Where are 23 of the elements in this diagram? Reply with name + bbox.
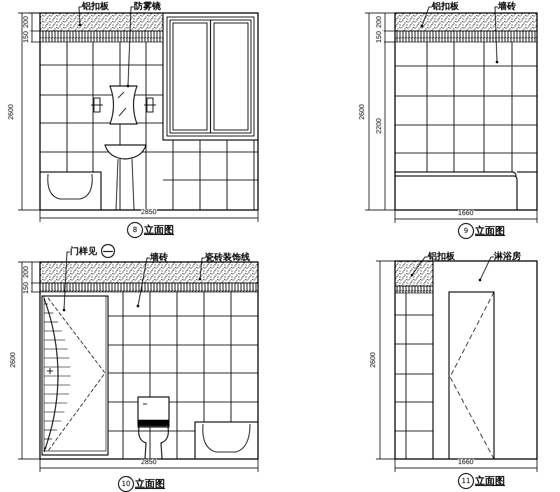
leader-line: [136, 258, 150, 308]
material-label: 瓷砖装饰线: [205, 253, 250, 263]
leader-line: [126, 6, 134, 88]
leader-line: [494, 6, 498, 64]
leader-line: [478, 256, 494, 282]
material-label: 门样见: [70, 247, 97, 257]
leader-line: [78, 6, 82, 26]
view-title: 立面图: [475, 476, 505, 488]
view-title: 立面图: [475, 226, 505, 238]
material-label: 铝扣板: [432, 2, 459, 12]
material-label: 淋浴房: [494, 252, 521, 262]
leader-line: [420, 6, 432, 28]
leader-line: [410, 256, 428, 276]
material-label: 铝扣板: [82, 2, 109, 12]
view-title: 立面图: [135, 479, 165, 491]
view-title: 立面图: [144, 225, 174, 237]
leader-line: [62, 252, 70, 312]
material-label: 铝扣板: [428, 252, 455, 262]
reference-circle: [101, 244, 115, 258]
material-label: 墙砖: [150, 253, 168, 263]
material-label: 防雾镜: [134, 2, 161, 12]
leader-line: [198, 258, 206, 280]
material-label: 墙砖: [498, 2, 516, 12]
